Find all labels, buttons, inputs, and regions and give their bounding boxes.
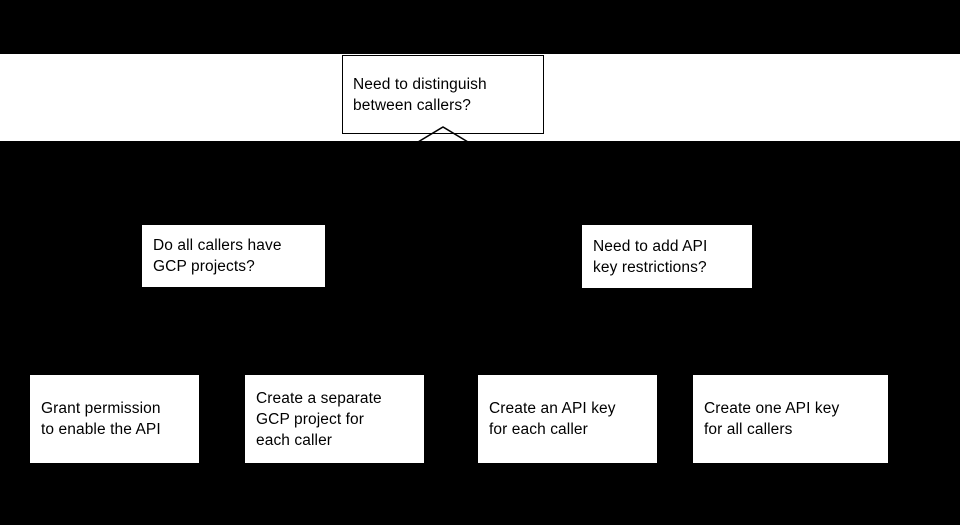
node-label: Create one API key for all callers: [704, 400, 840, 438]
node-need-to-distinguish-between-callers[interactable]: Need to distinguish between callers?: [342, 55, 544, 134]
node-label: Grant permission to enable the API: [41, 400, 161, 438]
node-label: Do all callers have GCP projects?: [153, 237, 282, 275]
node-create-one-api-key-for-all-callers[interactable]: Create one API key for all callers: [693, 375, 888, 463]
node-create-an-api-key-for-each-caller[interactable]: Create an API key for each caller: [478, 375, 657, 463]
node-grant-permission-to-enable-the-api[interactable]: Grant permission to enable the API: [30, 375, 199, 463]
node-create-a-separate-gcp-project-for-each-caller[interactable]: Create a separate GCP project for each c…: [245, 375, 424, 463]
node-label: Need to distinguish between callers?: [353, 75, 487, 114]
node-do-all-callers-have-gcp-projects[interactable]: Do all callers have GCP projects?: [142, 225, 325, 287]
node-label: Create a separate GCP project for each c…: [256, 389, 382, 449]
node-label: Need to add API key restrictions?: [593, 237, 708, 276]
node-label: Create an API key for each caller: [489, 400, 616, 438]
node-need-to-add-api-key-restrictions[interactable]: Need to add API key restrictions?: [582, 225, 752, 288]
